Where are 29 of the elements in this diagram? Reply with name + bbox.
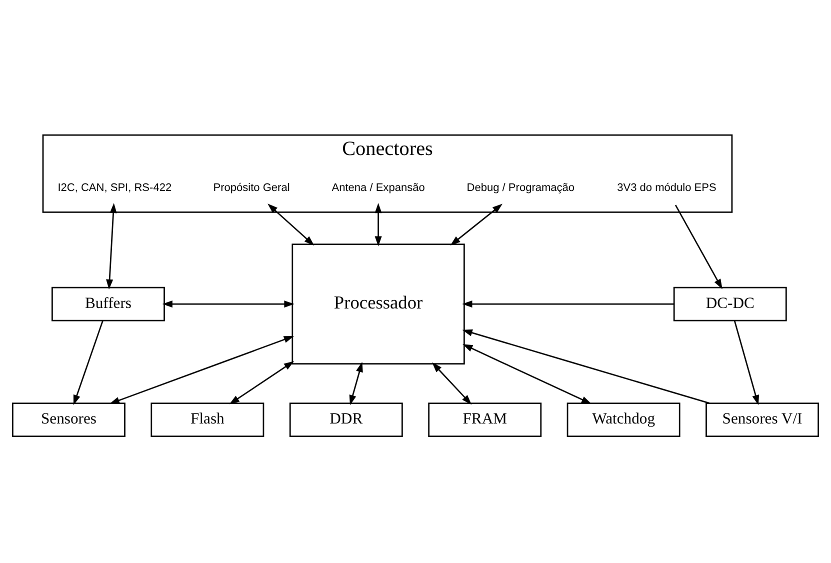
node-text: Antena / Expansão (332, 182, 425, 194)
arrow (462, 344, 592, 404)
arrow (162, 300, 294, 308)
arrow (734, 320, 760, 405)
node-text: Debug / Programação (466, 182, 575, 194)
node-text: I2C, CAN, SPI, RS-422 (58, 182, 172, 194)
arrow (268, 203, 314, 246)
node-box: Sensores (12, 402, 126, 437)
node-box: Buffers (52, 286, 165, 321)
arrow (73, 320, 104, 405)
arrow (450, 203, 503, 246)
node-box: FRAM (428, 402, 542, 437)
arrow (374, 202, 382, 246)
node-box: Processador (292, 243, 465, 364)
node-box: Sensores V/I (706, 402, 819, 437)
node-box: Watchdog (566, 402, 680, 437)
arrow (109, 335, 294, 404)
node-box: DDR (289, 402, 403, 437)
arrow (432, 362, 472, 404)
node-text: 3V3 do módulo EPS (617, 182, 716, 194)
node-box: Flash (150, 402, 264, 437)
arrow (229, 360, 294, 404)
arrow (106, 202, 117, 289)
arrow (674, 204, 722, 289)
arrow (462, 328, 710, 404)
arrow (462, 300, 674, 308)
node-box: DC-DC (673, 286, 787, 321)
node-text: Propósito Geral (213, 182, 290, 194)
arrow (349, 361, 363, 405)
